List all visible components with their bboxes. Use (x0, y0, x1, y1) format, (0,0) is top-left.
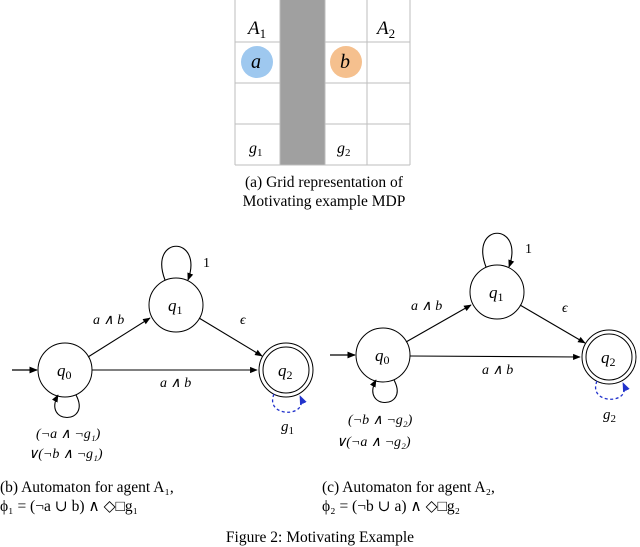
edge-q0-q1 (405, 304, 472, 343)
state-q2-accept-ring (262, 346, 310, 394)
automaton-agent1: q0 q1 q2 a ∧ b a ∧ b ϵ (¬a ∧ ¬g₁) ∨(¬b ∧… (12, 245, 314, 462)
edge-q0-q2-label: a ∧ b (160, 376, 191, 391)
q1-label: q1 (489, 283, 504, 304)
loop-q2 (271, 393, 307, 413)
loop-q0 (52, 394, 80, 418)
state-q1 (469, 264, 525, 320)
loop-q2 (594, 380, 630, 400)
agent1-label: A1 (246, 18, 266, 41)
figure-caption: Figure 2: Motivating Example (225, 529, 415, 546)
edge-q1-q2-label: ϵ (240, 313, 247, 328)
state-q0 (355, 327, 411, 383)
caption-grid-line1: (a) Grid representation of (245, 174, 403, 191)
q2-label: q2 (278, 361, 293, 382)
edge-q1-q2 (198, 317, 263, 357)
goal1-label: g1 (249, 140, 263, 159)
caption-b-line1: (b) Automaton for agent A₁, (0, 479, 174, 496)
loop-q2-label: g2 (603, 407, 616, 425)
caption-grid: (a) Grid representation of Motivating ex… (228, 173, 420, 211)
token-b-circle (330, 46, 362, 78)
q2-label: q2 (601, 348, 616, 369)
loop-q0-label-2: ∨(¬b ∧ ¬g₁) (28, 447, 103, 462)
caption-b-line2: ϕ₁ = (¬a ∪ b) ∧ ◇□g₁ (0, 498, 139, 515)
loop-q1 (161, 245, 194, 281)
grid-mdp: A1 A2 a b g1 g2 (234, 0, 411, 166)
edge-q0-q1-label: a ∧ b (93, 313, 124, 328)
loop-q1-label: 1 (525, 242, 532, 257)
edge-q0-q1-label: a ∧ b (411, 299, 442, 314)
loop-q1-label: 1 (203, 256, 210, 271)
caption-c-line2: ϕ₂ = (¬b ∪ a) ∧ ◇□g₂ (322, 498, 461, 515)
caption-c-line1: (c) Automaton for agent A₂, (322, 479, 495, 496)
caption-automaton-agent1: (b) Automaton for agent A₁, ϕ₁ = (¬a ∪ b… (0, 478, 300, 516)
edge-q0-q2-label: a ∧ b (482, 363, 513, 378)
wall-column (280, 0, 325, 165)
loop-q0-label-1: (¬a ∧ ¬g₁) (36, 427, 101, 442)
loop-q2-label: g1 (281, 419, 294, 437)
loop-q0 (370, 379, 398, 403)
token-b-label: b (340, 51, 350, 73)
state-q2-accept-ring (585, 333, 633, 381)
token-a-label: a (251, 51, 261, 73)
state-q1 (148, 277, 204, 333)
edge-q1-q2 (519, 304, 586, 344)
loop-q0-label-2: ∨(¬a ∧ ¬g₂) (336, 435, 411, 450)
goal2-label: g2 (337, 140, 351, 159)
token-a-circle (241, 46, 273, 78)
edge-q0-q1 (87, 317, 151, 358)
caption-automaton-agent2: (c) Automaton for agent A₂, ϕ₂ = (¬b ∪ a… (322, 478, 640, 516)
state-q2 (581, 329, 637, 385)
agent2-label: A2 (375, 18, 395, 41)
grid-lines (234, 0, 411, 166)
caption-grid-line2: Motivating example MDP (242, 193, 406, 210)
q1-label: q1 (168, 296, 183, 317)
loop-q1 (482, 232, 515, 268)
state-q2 (258, 342, 314, 398)
edge-q0-q2 (409, 353, 581, 361)
edge-q1-q2-label: ϵ (562, 301, 569, 316)
automaton-agent2: q0 q1 q2 a ∧ b a ∧ b ϵ (¬b ∧ ¬g₂) ∨(¬a ∧… (330, 232, 637, 450)
loop-q0-label-1: (¬b ∧ ¬g₂) (348, 413, 413, 428)
q0-label: q0 (57, 361, 72, 382)
q0-label: q0 (375, 346, 390, 367)
